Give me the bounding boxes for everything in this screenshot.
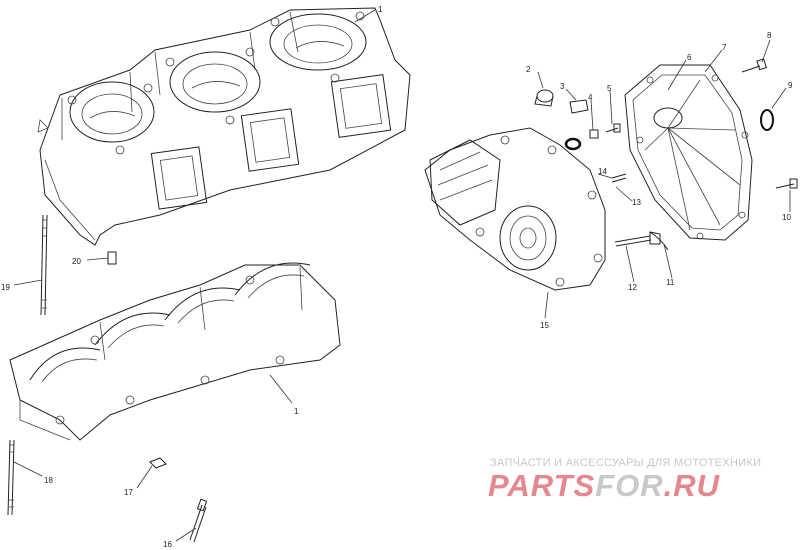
bolt-10-drawing	[775, 178, 798, 189]
screw-5-drawing	[605, 123, 621, 133]
pin-14-drawing	[611, 173, 627, 183]
callout-1-lower: 1	[294, 407, 299, 416]
callout-20: 20	[72, 257, 81, 266]
stud-19-drawing	[40, 214, 48, 316]
pto-housing-drawing	[424, 127, 606, 291]
callout-4: 4	[588, 93, 593, 102]
callout-11: 11	[666, 278, 675, 287]
bolt-12-drawing	[614, 231, 661, 247]
callout-15: 15	[540, 321, 549, 330]
watermark: ЗАПЧАСТИ И АКСЕССУАРЫ ДЛЯ МОТОТЕХНИКИ PA…	[488, 457, 761, 503]
callout-5: 5	[607, 84, 612, 93]
watermark-tagline: ЗАПЧАСТИ И АКСЕССУАРЫ ДЛЯ МОТОТЕХНИКИ	[490, 457, 761, 469]
fitting-4-drawing	[589, 129, 599, 139]
callout-17: 17	[124, 488, 133, 497]
bushing-2-drawing	[534, 89, 554, 107]
callout-9: 9	[788, 81, 793, 90]
callout-6: 6	[687, 53, 692, 62]
callout-numbers: 1 1 2 3 4 5 6 7 8 9 10 11 12 13 14 15 16…	[1, 5, 793, 549]
stud-18-drawing	[7, 439, 15, 516]
pto-cover-drawing	[624, 64, 753, 241]
plug-17-drawing	[149, 457, 167, 469]
callout-19: 19	[1, 283, 10, 292]
upper-crankcase-drawing	[37, 7, 411, 246]
watermark-logo-part1: PARTS	[488, 468, 595, 503]
lower-crankcase-drawing	[9, 262, 341, 441]
callout-3: 3	[560, 82, 565, 91]
watermark-logo: PARTSFOR.RU	[488, 468, 721, 503]
seal-ring-drawing	[564, 137, 582, 151]
bolt-16-drawing	[189, 498, 208, 543]
callout-7: 7	[722, 43, 727, 52]
callout-1-upper: 1	[378, 5, 383, 14]
o-ring-9-drawing	[760, 109, 774, 131]
watermark-logo-part2: FOR	[595, 468, 663, 503]
callout-13: 13	[632, 198, 641, 207]
watermark-logo-part3: .RU	[664, 468, 721, 503]
callout-12: 12	[628, 283, 637, 292]
clamp-11-drawing	[649, 231, 669, 251]
leader-lines	[13, 9, 791, 542]
callout-8: 8	[767, 31, 772, 40]
callout-2: 2	[526, 65, 531, 74]
bolt-8-drawing	[741, 58, 767, 73]
callout-18: 18	[44, 476, 53, 485]
dowel-20-drawing	[107, 251, 117, 265]
cap-3-drawing	[569, 99, 589, 114]
callout-10: 10	[782, 213, 791, 222]
callout-14: 14	[598, 167, 607, 176]
callout-16: 16	[163, 540, 172, 549]
